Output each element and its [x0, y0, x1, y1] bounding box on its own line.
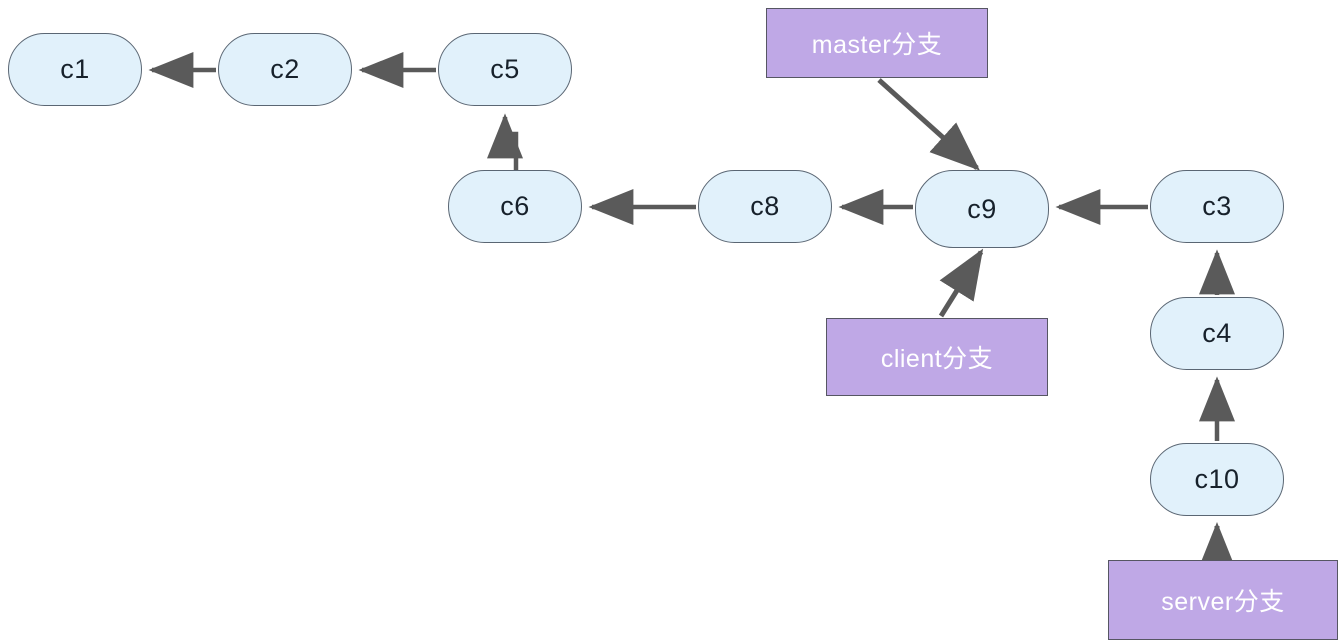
commit-label: c2 [270, 54, 300, 84]
commit-node-c9[interactable]: c9 [915, 170, 1049, 248]
branch-label-client[interactable]: client分支 [826, 318, 1048, 396]
commit-label: c9 [967, 193, 997, 224]
commit-node-c4[interactable]: c4 [1150, 297, 1284, 370]
commit-label: c10 [1194, 464, 1240, 494]
branch-label-server[interactable]: server分支 [1108, 560, 1338, 640]
commit-node-c3[interactable]: c3 [1150, 170, 1284, 243]
edge-client-to-c9 [938, 248, 984, 318]
commit-label: c1 [60, 54, 90, 84]
commit-label: c8 [750, 191, 780, 221]
branch-label-text: master分支 [811, 31, 943, 59]
branch-label-text: client分支 [880, 345, 994, 373]
commit-node-c2[interactable]: c2 [218, 33, 352, 106]
commit-label: c3 [1202, 191, 1232, 221]
commit-node-c6[interactable]: c6 [448, 170, 582, 243]
commit-node-c1[interactable]: c1 [8, 33, 142, 106]
commit-node-c10[interactable]: c10 [1150, 443, 1284, 516]
commit-label: c6 [500, 191, 530, 221]
commit-label: c4 [1202, 318, 1232, 348]
branch-label-master[interactable]: master分支 [766, 8, 988, 78]
edge-c6-to-c5 [487, 113, 523, 170]
commit-node-c5[interactable]: c5 [438, 33, 572, 106]
branch-label-text: server分支 [1161, 588, 1285, 616]
commit-label: c5 [490, 54, 520, 84]
commit-node-c8[interactable]: c8 [698, 170, 832, 243]
edge-master-to-c9 [877, 78, 980, 171]
